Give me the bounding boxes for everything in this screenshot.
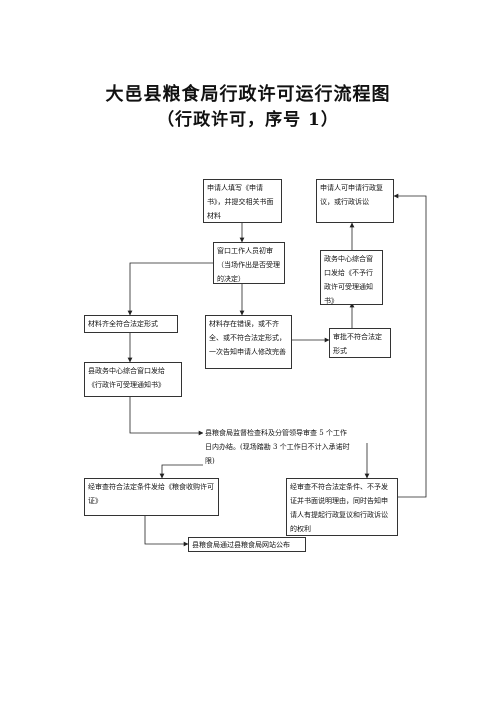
arrow-accept-to-dept — [129, 397, 204, 436]
node-approve: 经审查符合法定条件发给《粮食收购许可证》 — [84, 478, 219, 516]
page-title: 大邑县粮食局行政许可运行流程图 — [105, 84, 391, 105]
node-not-comply: 审批不符合法定形式 — [329, 328, 391, 358]
page-subtitle: （行政许可，序号 1） — [157, 110, 339, 130]
node-accept-notice: 县政务中心综合窗口发给《行政许可受理通知书》 — [84, 362, 182, 397]
node-error: 材料存在错误，或不齐全、或不符合法定形式，一次告知申请人修改完善 — [205, 315, 292, 369]
arrow-reject-to-right — [393, 193, 427, 498]
arrow-approve-to-publish — [144, 516, 189, 547]
node-apply: 申请人填写《申请书》，并提交相关书面材料 — [203, 179, 282, 223]
node-reject: 经审查不符合法定条件、不予发证并书面说明理由，同时告知申请人有提起行政复议和行政… — [286, 478, 398, 536]
node-dept-review: 县粮食局监督检查科及分管领导审查 5 个工作日内办结。(现场踏勘 3 个工作日不… — [203, 425, 354, 473]
node-review-right: 申请人可申请行政复议，或行政诉讼 — [316, 179, 394, 223]
arrow-dept-to-approve — [159, 464, 203, 479]
node-not-accept-notice: 政务中心综合窗口发给《不予行政许可受理通知书》 — [320, 250, 383, 305]
arrow-window-to-complete — [127, 262, 213, 316]
node-complete: 材料齐全符合法定形式 — [84, 315, 178, 333]
node-window-review: 窗口工作人员初审（当场作出是否受理的决定） — [213, 242, 285, 284]
node-publish: 县粮食局通过县粮食局网站公布 — [188, 537, 306, 552]
